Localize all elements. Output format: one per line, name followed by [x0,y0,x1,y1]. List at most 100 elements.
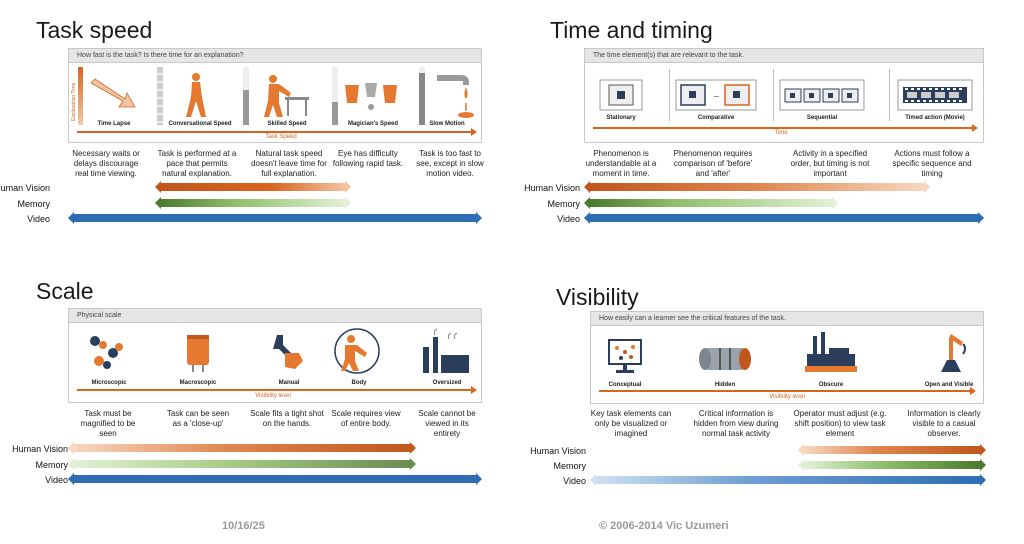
row-label-video: Video [45,475,68,485]
explanation-time-bar [157,67,163,125]
desc-manual: Scale fits a tight shot on the hands. [250,409,324,428]
row-label-video: Video [563,476,586,486]
item-manual: Manual [278,380,300,386]
video-bar [590,474,986,486]
task-speed-axis [77,128,477,136]
comparative-icon: ~ [675,79,757,111]
svg-text:~: ~ [713,92,720,101]
desc-microscopic: Task must be magnified to be seen [80,409,136,438]
item-hidden: Hidden [714,382,736,388]
task-speed-panel: How fast is the task? Is there time for … [68,48,482,143]
slow-motion-faucet-icon [437,75,474,118]
row-label-human-vision: Human Vision [530,446,586,456]
scale-title: Scale [36,278,94,304]
desc-obscure: Operator must adjust (e.g. shift positio… [793,409,887,438]
item-conceptual: Conceptual [608,382,642,388]
human-vision-bar [68,442,416,454]
panel-divider [773,69,774,121]
memory-bar [68,458,416,470]
visibility-axis-label: Visibility level [769,394,805,400]
item-oversized: Oversized [432,380,462,386]
item-slow-motion: Slow Motion [429,121,465,127]
explanation-time-bar [78,67,83,125]
row-label-human-vision: Human Vision [524,183,580,193]
memory-bar [584,197,838,209]
item-timed-action: Timed action (Movie) [905,115,965,121]
capacitor-icon [187,335,209,372]
item-comparative: Comparative [697,115,735,121]
oil-pump-icon [941,334,966,372]
desc-time-lapse: Necessary waits or delays discourage rea… [72,149,140,178]
video-bar [68,473,482,485]
molecules-icon [90,336,123,369]
desc-magicians-speed: Eye has difficulty following rapid task. [332,149,404,168]
row-label-memory: Memory [553,461,586,471]
explanation-time-label: Explanation Time [71,82,77,121]
skilled-worker-icon [264,75,309,117]
item-time-lapse: Time Lapse [97,121,131,127]
panel-divider [889,69,890,121]
footer-copyright: © 2006-2014 Vic Uzumeri [599,520,729,532]
row-label-video: Video [557,214,580,224]
desc-body: Scale requires view of entire body. [331,409,401,428]
desc-macroscopic: Task can be seen as a 'close-up' [166,409,230,428]
panel-divider [669,69,670,121]
memory-bar [155,197,351,209]
explanation-time-bar [332,67,338,125]
time-timing-title: Time and timing [550,17,713,43]
scale-panel-header: Physical scale [69,309,481,323]
video-bar [68,212,482,224]
desc-conversational-speed: Task is performed at a pace that permits… [157,149,237,178]
human-vision-bar [584,181,930,193]
row-label-memory: Memory [547,199,580,209]
task-speed-panel-header: How fast is the task? Is there time for … [69,49,481,63]
item-macroscopic: Macroscopic [179,380,217,386]
row-label-memory: Memory [35,460,68,470]
visibility-panel: How easily can a learner see the critica… [590,311,984,404]
visibility-title: Visibility [556,284,639,310]
human-vision-bar [155,181,351,193]
memory-bar [798,459,986,471]
walking-person-icon [186,73,206,117]
desc-conceptual: Key task elements can only be visualized… [590,409,672,438]
task-speed-title: Task speed [36,17,153,43]
desc-slow-motion: Task is too fast to see, except in slow … [416,149,484,178]
scale-panel: Physical scale Microscopic Macroscopic M… [68,308,482,403]
explanation-time-bar [243,67,249,125]
visibility-axis [599,387,976,395]
time-axis [593,124,978,132]
desc-skilled-speed: Natural task speed doesn't leave time fo… [251,149,327,178]
row-label-video: Video [27,214,50,224]
stationary-icon [599,79,643,111]
item-microscopic: Microscopic [91,380,127,386]
video-bar [584,212,984,224]
desc-hidden: Critical information is hidden from view… [693,409,779,438]
film-strip-icon [897,79,973,111]
desc-open-and-visible: Information is clearly visible to a casu… [907,409,981,438]
human-vision-bar [798,444,986,456]
obscure-machine-icon [805,332,857,372]
magician-cups-icon [345,83,397,110]
row-label-human-vision: Human Vision [0,183,50,193]
time-axis-label: Time [774,130,788,136]
scale-axis-label: Visibility level [255,393,291,399]
scale-axis [77,386,477,394]
item-stationary: Stationary [606,115,636,121]
item-obscure: Obscure [818,382,844,388]
desc-stationary: Phenomenon is understandable at a moment… [585,149,657,178]
desc-comparative: Phenomenon requires comparison of 'befor… [673,149,753,178]
monitor-concept-icon [608,339,642,373]
body-worker-icon [334,328,380,374]
hand-wrench-icon [273,335,303,369]
visibility-panel-header: How easily can a learner see the critica… [591,312,983,326]
time-lapse-icon [90,78,136,108]
item-conversational-speed: Conversational Speed [168,121,232,127]
task-speed-axis-label: Task Speed [265,134,297,140]
row-label-memory: Memory [17,199,50,209]
item-magicians-speed: Magician's Speed [347,121,399,127]
desc-timed-action: Actions must follow a specific sequence … [892,149,972,178]
item-sequential: Sequential [806,115,838,121]
item-body: Body [351,380,367,386]
time-timing-panel-header: The time element(s) that are relevant to… [585,49,983,63]
factory-icon [423,328,469,373]
